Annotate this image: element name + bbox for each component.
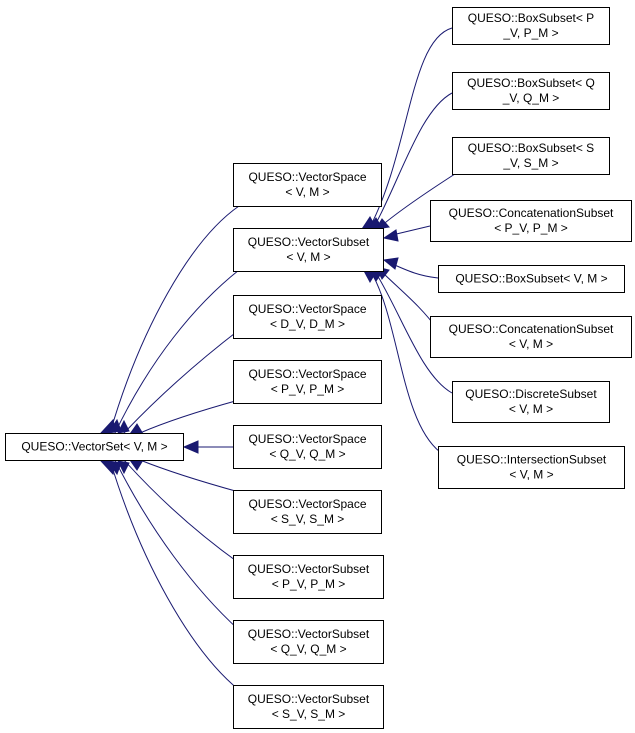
edge-vectorspace-s [139,459,240,493]
edge-discrete [373,269,453,394]
node-box [233,685,384,729]
class-node-vs-p[interactable]: QUESO::VectorSpace< P_V, P_M > [233,360,382,404]
node-label-line: QUESO::VectorSpace [248,367,366,381]
node-label-line: < Q_V, Q_M > [270,642,346,656]
node-label-line: QUESO::ConcatenationSubset [449,206,614,220]
edge-boxsubset-q [373,92,453,228]
node-label-line: QUESO::ConcatenationSubset [449,322,614,336]
node-label-line: < D_V, D_M > [270,317,345,331]
node-box [438,265,625,293]
node-label-line: QUESO::VectorSubset [248,235,370,249]
node-box [452,381,610,423]
node-label-line: < V, M > [285,185,329,199]
node-label-line: QUESO::VectorSpace [248,170,366,184]
node-label-line: QUESO::VectorSubset [248,562,370,576]
class-node-vsub-s[interactable]: QUESO::VectorSubset< S_V, S_M > [233,685,384,729]
node-box [233,295,382,339]
node-label-line: < V, M > [509,337,553,351]
node-box [438,446,625,489]
edge-vectorsubset-v-m-to-vectorset [114,269,240,434]
node-label-line: < S_V, S_M > [271,512,345,526]
class-node-vectorset[interactable]: QUESO::VectorSet< V, M > [5,433,184,461]
edge-vectorspace-p [139,399,240,434]
node-label-line: < V, M > [509,468,553,482]
node-label-line: _V, S_M > [502,156,558,170]
arrowhead [106,418,122,434]
node-label-line: QUESO::VectorSpace [248,432,366,446]
node-label-line: _V, P_M > [502,26,558,40]
node-box [452,137,610,175]
node-label-line: < V, M > [509,402,553,416]
node-box [233,425,382,469]
edge-boxsubset-p [369,27,453,228]
arrowhead [99,460,116,476]
class-node-box-p[interactable]: QUESO::BoxSubset< P_V, P_M > [452,7,610,45]
node-box [5,433,184,461]
edge-vectorsubset-q [114,459,240,631]
node-label-line: < V, M > [286,250,330,264]
node-box [452,72,610,110]
node-label-line: QUESO::VectorSpace [248,497,366,511]
class-node-vsub-q[interactable]: QUESO::VectorSubset< Q_V, Q_M > [233,620,384,664]
node-box [452,7,610,45]
node-label-line: QUESO::VectorSubset [248,627,370,641]
node-box [233,228,384,272]
node-label-line: < P_V, P_M > [494,221,568,235]
node-box [430,316,632,358]
node-box [430,200,632,242]
node-label-line: QUESO::BoxSubset< V, M > [455,272,607,286]
class-node-box-q[interactable]: QUESO::BoxSubset< Q_V, Q_M > [452,72,610,110]
edge-vectorspace-v-m [109,205,240,434]
class-node-vsub-p[interactable]: QUESO::VectorSubset< P_V, P_M > [233,555,384,599]
class-node-vsub-v-m[interactable]: QUESO::VectorSubset< V, M > [233,228,384,272]
node-label-line: < Q_V, Q_M > [269,447,345,461]
node-label-line: _V, Q_M > [502,91,560,105]
class-node-concat-p[interactable]: QUESO::ConcatenationSubset< P_V, P_M > [430,200,632,242]
arrowhead [129,423,144,435]
node-label-line: QUESO::VectorSet< V, M > [21,440,167,454]
node-label-line: < P_V, P_M > [271,382,345,396]
node-box [233,555,384,599]
node-label-line: QUESO::VectorSpace [248,302,366,316]
node-label-line: QUESO::VectorSubset [248,692,370,706]
node-label-line: < S_V, S_M > [272,707,346,721]
node-box [233,620,384,664]
class-node-intersection[interactable]: QUESO::IntersectionSubset< V, M > [438,446,625,489]
edge-intersection [369,269,441,453]
node-box [233,360,382,404]
node-label-line: QUESO::BoxSubset< P [468,11,594,25]
node-label-line: QUESO::DiscreteSubset [465,387,597,401]
edge-vectorspace-d [123,329,240,434]
class-node-vs-v-m[interactable]: QUESO::VectorSpace< V, M > [233,163,382,207]
class-node-vs-d[interactable]: QUESO::VectorSpace< D_V, D_M > [233,295,382,339]
arrowhead [382,229,399,242]
class-node-vs-q[interactable]: QUESO::VectorSpace< Q_V, Q_M > [233,425,382,469]
nodes-layer: QUESO::VectorSet< V, M >QUESO::VectorSpa… [5,7,632,729]
arrowhead [382,257,399,270]
node-label-line: < P_V, P_M > [272,577,346,591]
node-box [233,490,382,534]
arrowhead [117,419,130,434]
node-label-line: QUESO::BoxSubset< Q [467,76,595,90]
class-node-box-s[interactable]: QUESO::BoxSubset< S_V, S_M > [452,137,610,175]
arrowheads-layer [99,216,399,476]
edge-vectorsubset-s [109,459,240,691]
class-node-box-v-m[interactable]: QUESO::BoxSubset< V, M > [438,265,625,293]
class-node-concat-v-m[interactable]: QUESO::ConcatenationSubset< V, M > [430,316,632,358]
node-label-line: QUESO::IntersectionSubset [457,453,607,467]
arrowhead [182,440,199,454]
node-box [233,163,382,207]
class-node-vs-s[interactable]: QUESO::VectorSpace< S_V, S_M > [233,490,382,534]
class-node-discrete[interactable]: QUESO::DiscreteSubset< V, M > [452,381,610,423]
node-label-line: QUESO::BoxSubset< S [468,141,594,155]
edge-boxsubset-s [379,171,459,228]
edge-vectorsubset-p [123,459,240,564]
edge-concatenation-v-m [379,269,439,331]
